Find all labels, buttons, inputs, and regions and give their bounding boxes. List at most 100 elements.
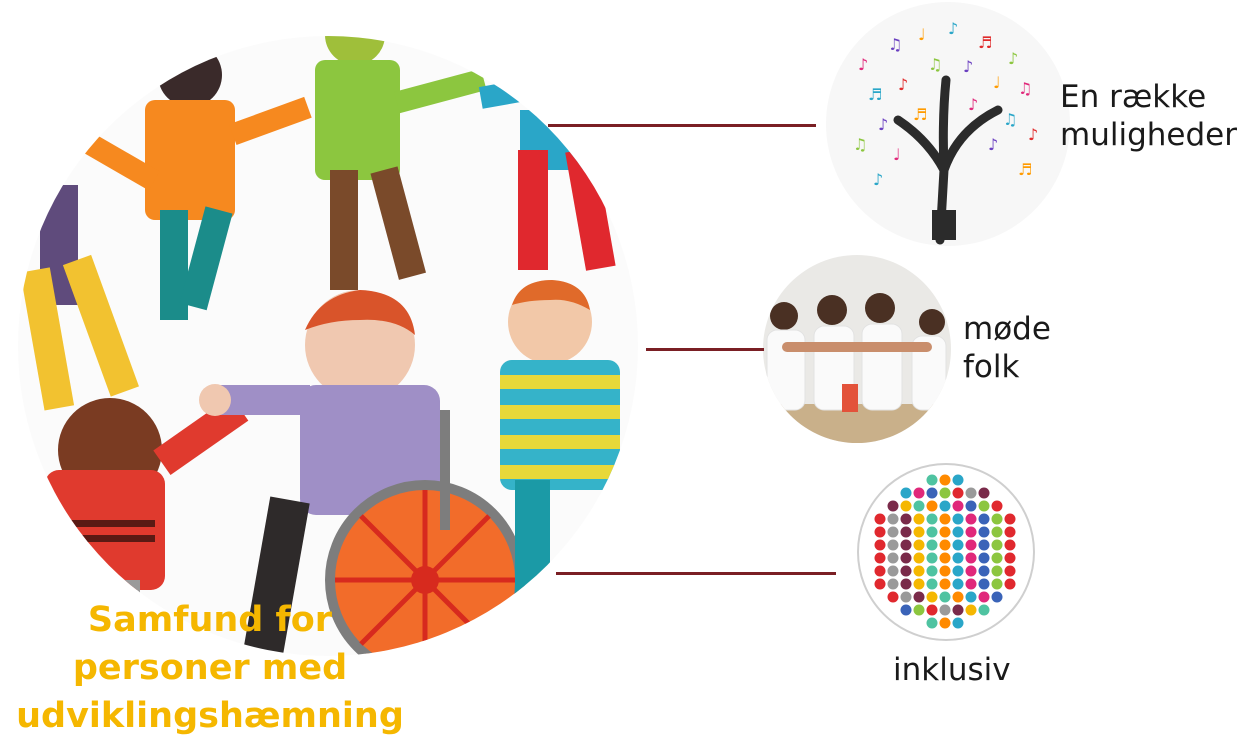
color-dot	[913, 565, 925, 577]
color-dot	[939, 604, 951, 616]
label-line: En række	[1060, 79, 1207, 115]
main-title-line: Samfund for	[87, 600, 333, 640]
color-dot	[926, 565, 938, 577]
label-inklusiv: inklusiv	[893, 651, 1011, 689]
color-dot	[887, 578, 899, 590]
color-dot	[939, 487, 951, 499]
color-dot	[900, 526, 912, 538]
color-dot	[939, 591, 951, 603]
color-dot	[900, 591, 912, 603]
color-dot	[978, 500, 990, 512]
connector-line-people	[646, 348, 764, 351]
color-dot	[952, 591, 964, 603]
music-tree-icon: ♪♫ ♩♪ ♬♪ ♫♬ ♪♫ ♪♩ ♪♬ ♪♫ ♪♫ ♩♪ ♬♪	[826, 2, 1070, 246]
color-dot	[1004, 526, 1016, 538]
color-dot	[1004, 578, 1016, 590]
color-dot	[978, 552, 990, 564]
color-dot	[965, 526, 977, 538]
color-dot	[952, 526, 964, 538]
color-dot	[952, 578, 964, 590]
color-dot	[926, 591, 938, 603]
color-dot	[978, 604, 990, 616]
color-dot	[913, 578, 925, 590]
svg-text:♪: ♪	[858, 55, 868, 74]
color-dot	[952, 565, 964, 577]
label-line: folk	[963, 349, 1020, 385]
color-dot	[991, 500, 1003, 512]
color-dot	[913, 539, 925, 551]
label-line: muligheder	[1060, 117, 1237, 153]
color-dot	[978, 578, 990, 590]
svg-text:♪: ♪	[968, 95, 978, 114]
color-dot	[926, 539, 938, 551]
colorful-dots-icon	[857, 463, 1035, 641]
color-dot	[913, 487, 925, 499]
color-dot	[952, 487, 964, 499]
svg-text:♫: ♫	[928, 55, 942, 74]
color-dot	[900, 604, 912, 616]
color-dot	[965, 604, 977, 616]
label-en-raekke-muligheder: En række muligheder	[1060, 78, 1237, 154]
paper-figure-green	[315, 36, 487, 290]
paper-people-circle-illustration	[20, 36, 620, 656]
color-dot	[913, 513, 925, 525]
color-dot	[926, 526, 938, 538]
color-dot	[926, 578, 938, 590]
svg-text:♪: ♪	[988, 135, 998, 154]
color-dot	[978, 513, 990, 525]
color-dot	[1004, 565, 1016, 577]
color-dot	[874, 552, 886, 564]
color-dot	[874, 526, 886, 538]
color-dot	[939, 552, 951, 564]
color-dot	[952, 539, 964, 551]
color-dot	[978, 539, 990, 551]
friends-arm-in-arm-photo	[763, 255, 951, 443]
svg-text:♩: ♩	[993, 73, 1001, 92]
color-dot	[939, 578, 951, 590]
svg-text:♫: ♫	[888, 35, 902, 54]
paper-figure-striped	[500, 280, 620, 600]
color-dot	[900, 513, 912, 525]
color-dot	[991, 565, 1003, 577]
color-dot	[978, 565, 990, 577]
color-dot	[913, 591, 925, 603]
svg-text:♪: ♪	[1028, 125, 1038, 144]
color-dot	[913, 500, 925, 512]
color-dot	[900, 487, 912, 499]
color-dot	[991, 591, 1003, 603]
color-dot	[952, 474, 964, 486]
label-line: møde	[963, 311, 1051, 347]
color-dot	[900, 578, 912, 590]
color-dot	[978, 526, 990, 538]
svg-text:♪: ♪	[898, 75, 908, 94]
color-dot	[926, 487, 938, 499]
color-dot	[939, 617, 951, 629]
color-dot	[965, 552, 977, 564]
svg-text:♩: ♩	[918, 25, 926, 44]
color-dot	[900, 552, 912, 564]
main-title-line: udviklingshæmning	[16, 696, 404, 736]
color-dot	[887, 565, 899, 577]
color-dot	[913, 526, 925, 538]
color-dot	[965, 565, 977, 577]
color-dot	[887, 526, 899, 538]
color-dot	[991, 539, 1003, 551]
main-title-line: personer med	[72, 648, 348, 688]
color-dot	[991, 526, 1003, 538]
label-moede-folk: møde folk	[963, 310, 1051, 386]
color-dot	[965, 513, 977, 525]
color-dot	[913, 604, 925, 616]
color-dot	[952, 552, 964, 564]
color-dot	[939, 539, 951, 551]
svg-text:♫: ♫	[1003, 110, 1017, 129]
color-dot	[887, 539, 899, 551]
color-dot	[991, 552, 1003, 564]
svg-text:♬: ♬	[1018, 160, 1032, 179]
color-dot	[978, 591, 990, 603]
color-dot	[939, 565, 951, 577]
color-dot	[991, 578, 1003, 590]
color-dot	[887, 552, 899, 564]
svg-text:♫: ♫	[1018, 79, 1032, 98]
color-dot	[965, 591, 977, 603]
color-dot	[900, 565, 912, 577]
